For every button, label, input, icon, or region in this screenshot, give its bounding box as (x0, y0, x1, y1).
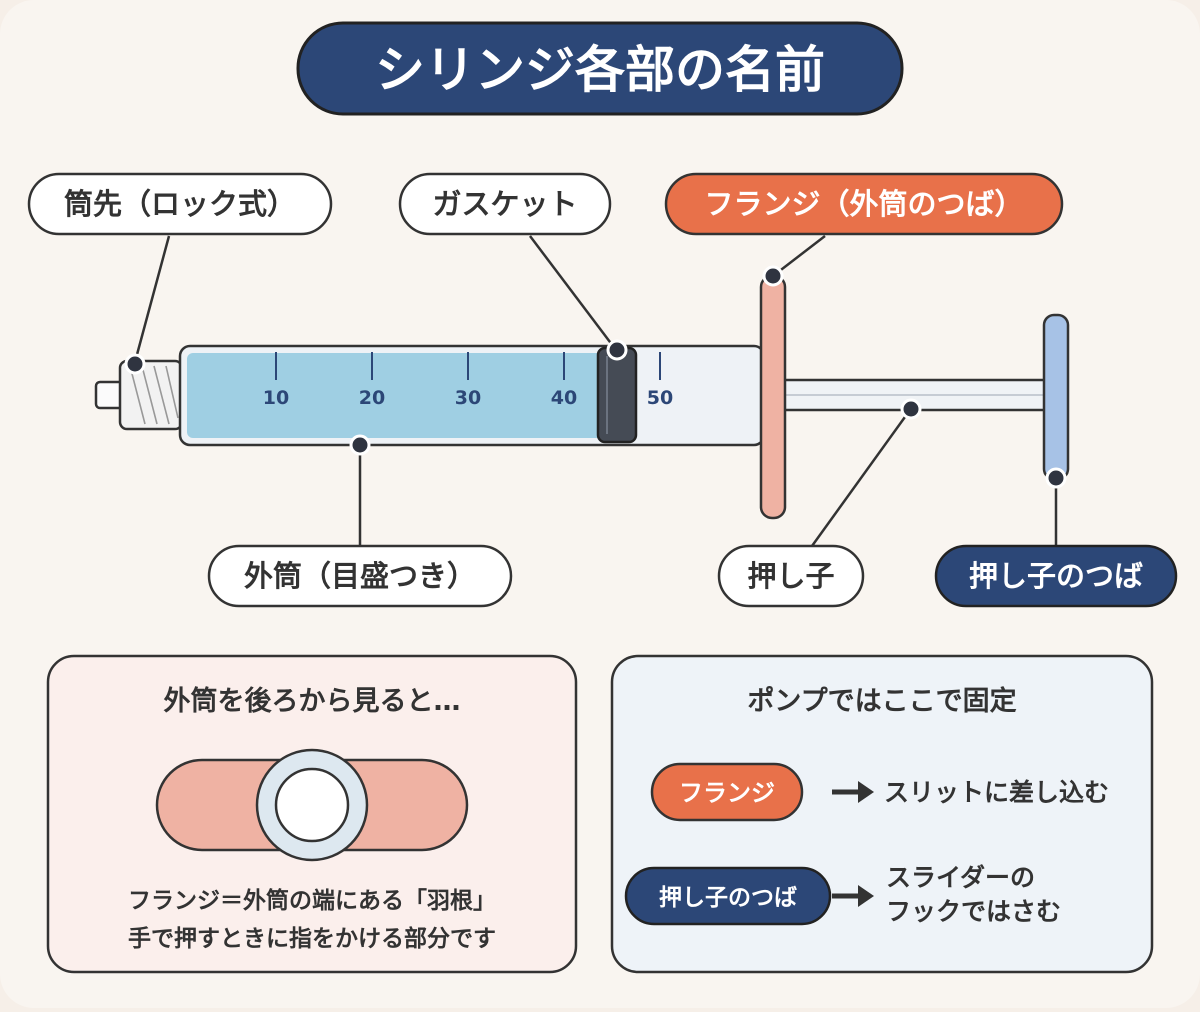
luer-lock-collar (118, 359, 184, 431)
arrow-right-icon (832, 885, 874, 907)
gasket (596, 346, 638, 444)
plunger-flange (1042, 313, 1070, 481)
label-plunger-flange: 押し子のつば (934, 544, 1178, 608)
barrel-flange (759, 274, 787, 520)
svg-text:筒先（ロック式）: 筒先（ロック式） (64, 187, 296, 221)
dot-plunger-flange (1045, 467, 1067, 489)
label-tip: 筒先（ロック式） (27, 172, 333, 236)
leader-plunger (810, 409, 912, 547)
svg-text:フランジ（外筒のつば）: フランジ（外筒のつば） (704, 187, 1023, 221)
svg-text:ガスケット: ガスケット (432, 187, 577, 221)
scale-label-30: 30 (455, 387, 481, 409)
row1-description: スリットに差し込む (884, 778, 1109, 807)
label-flange: フランジ（外筒のつば） (664, 172, 1064, 236)
scale-label-40: 40 (551, 387, 577, 409)
svg-text:押し子のつば: 押し子のつば (659, 885, 797, 911)
dot-plunger (900, 398, 922, 420)
leader-tip (133, 235, 171, 363)
leader-gasket (529, 235, 617, 351)
svg-text:押し子: 押し子 (747, 559, 834, 593)
dot-tip (124, 353, 146, 375)
scale-label-20: 20 (359, 387, 385, 409)
row2-description-line1: スライダーの (886, 863, 1035, 892)
row2-description-line2: フックではさむ (886, 897, 1061, 926)
page-title: シリンジ各部の名前 (375, 41, 825, 99)
badge-flange (650, 762, 804, 822)
barrel-scale: 10 20 30 40 50 (263, 352, 673, 409)
dot-flange (762, 265, 784, 287)
rear-view-title: 外筒を後ろから見ると… (164, 685, 461, 717)
svg-text:フランジ: フランジ (679, 779, 775, 807)
badge-plunger-flange (624, 866, 832, 926)
leader-flange (772, 235, 826, 277)
label-gasket: ガスケット (398, 172, 612, 236)
arrow-right-icon (832, 781, 874, 803)
rear-view-panel: 外筒を後ろから見ると… フランジ＝外筒の端にある「羽根」 手で押すときに指をかけ… (46, 654, 578, 974)
pump-panel-title: ポンプではここで固定 (747, 685, 1016, 717)
dot-barrel (349, 434, 371, 456)
scale-label-50: 50 (647, 387, 673, 409)
title-banner: シリンジ各部の名前 (296, 21, 904, 116)
leader-lines (133, 235, 1058, 547)
pump-panel: ポンプではここで固定 フランジ スリットに差し込む 押し子のつば スライダーの … (610, 654, 1154, 974)
svg-text:押し子のつば: 押し子のつば (969, 559, 1143, 593)
scale-label-10: 10 (263, 387, 289, 409)
rear-barrel-bore (274, 767, 350, 843)
leader-dots (124, 265, 1067, 489)
rear-caption-line1: フランジ＝外筒の端にある「羽根」 (128, 887, 496, 914)
rear-caption-line2: 手で押すときに指をかける部分です (128, 925, 496, 952)
label-barrel: 外筒（目盛つき） (207, 544, 513, 608)
label-plunger: 押し子 (717, 544, 865, 608)
barrel-liquid (187, 353, 603, 438)
dot-gasket (606, 339, 628, 361)
syringe: 10 20 30 40 50 (94, 274, 1070, 520)
svg-text:外筒（目盛つき）: 外筒（目盛つき） (244, 559, 476, 593)
